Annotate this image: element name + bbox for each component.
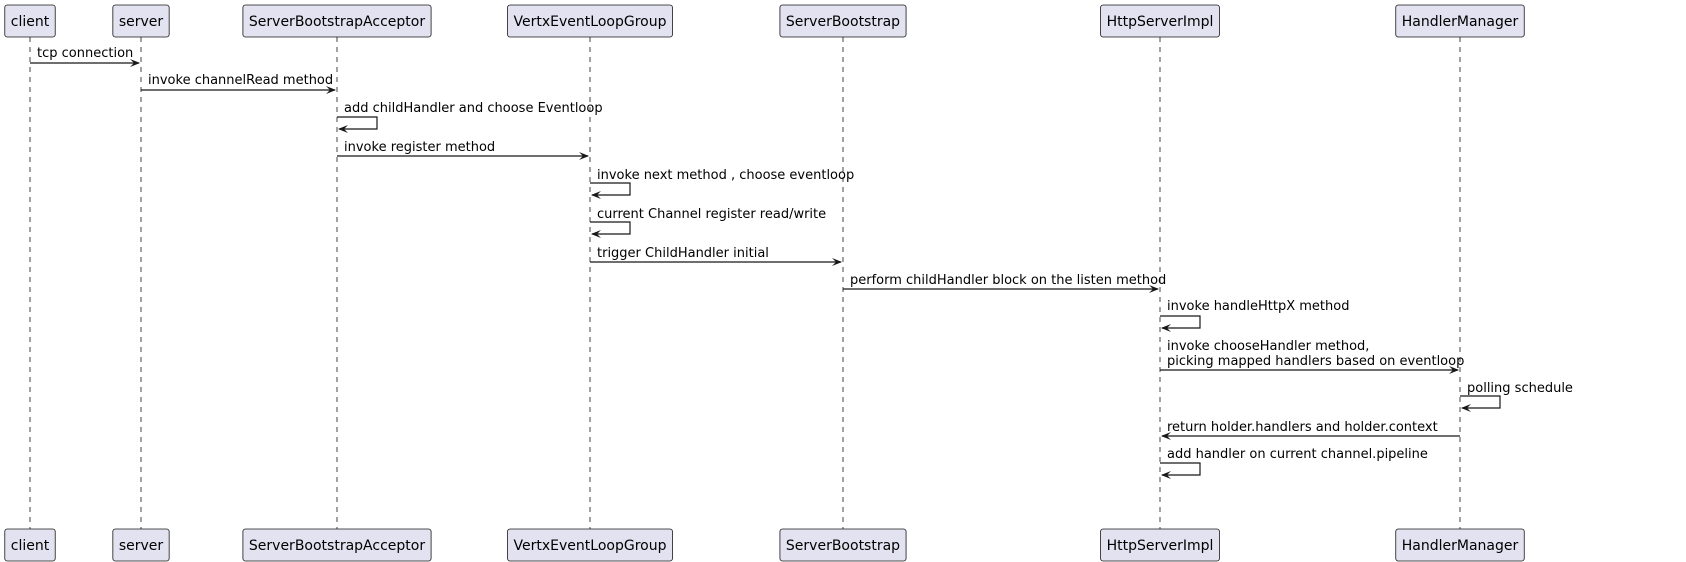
participant-label: HandlerManager xyxy=(1402,538,1519,554)
participant-label: ServerBootstrapAcceptor xyxy=(249,14,425,30)
message-label: invoke next method , choose eventloop xyxy=(597,168,854,183)
message-arrowhead xyxy=(579,152,589,160)
message-arrowhead xyxy=(1161,471,1171,479)
message-2: invoke channelRead method xyxy=(141,73,336,94)
message-10: invoke chooseHandler method,picking mapp… xyxy=(1160,339,1464,374)
self-message-line xyxy=(1460,395,1501,409)
message-12: return holder.handlers and holder.contex… xyxy=(1161,420,1460,440)
participant-top-handler-manager: HandlerManager xyxy=(1395,4,1525,38)
message-label: tcp connection xyxy=(37,46,133,61)
message-3: add childHandler and choose Eventloop xyxy=(337,101,603,133)
participant-box xyxy=(507,4,673,38)
participant-box xyxy=(112,4,170,38)
participant-bottom-server-bootstrap-acceptor: ServerBootstrapAcceptor xyxy=(242,528,432,562)
participant-top-server-bootstrap: ServerBootstrap xyxy=(779,4,907,38)
message-arrowhead xyxy=(326,86,336,94)
message-label: invoke chooseHandler method, xyxy=(1167,339,1369,354)
self-message-line xyxy=(1160,462,1201,476)
message-arrowhead xyxy=(591,191,601,199)
participant-box xyxy=(779,528,907,562)
participant-box xyxy=(507,528,673,562)
message-5: invoke next method , choose eventloop xyxy=(590,168,854,199)
participant-label: VertxEventLoopGroup xyxy=(514,14,667,30)
message-arrowhead xyxy=(1461,404,1471,412)
participant-label: client xyxy=(11,14,50,30)
message-6: current Channel register read/write xyxy=(590,207,826,238)
message-label: add childHandler and choose Eventloop xyxy=(344,101,603,116)
message-label: trigger ChildHandler initial xyxy=(597,246,769,261)
message-label: perform childHandler block on the listen… xyxy=(850,273,1166,288)
message-7: trigger ChildHandler initial xyxy=(590,246,842,266)
participants-top: client server ServerBootstrapAcceptor Vertx… xyxy=(4,4,1525,38)
message-arrowhead xyxy=(1161,432,1171,440)
participant-bottom-handler-manager: HandlerManager xyxy=(1395,528,1525,562)
participant-top-vertx-event-loop-group: VertxEventLoopGroup xyxy=(507,4,673,38)
message-arrowhead xyxy=(1161,324,1171,332)
participant-bottom-http-server-impl: HttpServerImpl xyxy=(1100,528,1220,562)
message-label: picking mapped handlers based on eventlo… xyxy=(1167,354,1464,369)
messages: tcp connection invoke channelRead method a… xyxy=(30,46,1573,479)
message-1: tcp connection xyxy=(30,46,140,67)
self-message-line xyxy=(590,221,631,235)
message-label: invoke register method xyxy=(344,140,495,155)
participant-box xyxy=(4,528,56,562)
participant-top-client: client xyxy=(4,4,56,38)
participants-bottom: client server ServerBootstrapAcceptor Vertx… xyxy=(4,528,1525,562)
self-message-line xyxy=(337,116,378,130)
participant-label: server xyxy=(119,14,164,30)
message-arrowhead xyxy=(1449,366,1459,374)
participant-bottom-server: server xyxy=(112,528,170,562)
self-message-line xyxy=(590,182,631,196)
message-11: polling schedule xyxy=(1460,381,1573,412)
message-arrowhead xyxy=(591,230,601,238)
self-message-line xyxy=(1160,315,1201,329)
message-label: invoke channelRead method xyxy=(148,73,333,88)
participant-label: HttpServerImpl xyxy=(1107,538,1214,554)
message-arrowhead xyxy=(832,258,842,266)
participant-box xyxy=(4,4,56,38)
participant-box xyxy=(1395,4,1525,38)
message-arrowhead xyxy=(1149,285,1159,293)
participant-label: ServerBootstrap xyxy=(786,538,900,554)
message-label: polling schedule xyxy=(1467,381,1573,396)
participant-box xyxy=(1395,528,1525,562)
participant-bottom-client: client xyxy=(4,528,56,562)
participant-label: VertxEventLoopGroup xyxy=(514,538,667,554)
message-label: add handler on current channel.pipeline xyxy=(1167,447,1428,462)
message-8: perform childHandler block on the listen… xyxy=(843,273,1166,293)
participant-box xyxy=(1100,4,1220,38)
participant-box xyxy=(112,528,170,562)
participant-label: HandlerManager xyxy=(1402,14,1519,30)
message-9: invoke handleHttpX method xyxy=(1160,299,1349,332)
participant-top-server: server xyxy=(112,4,170,38)
participant-box xyxy=(242,528,432,562)
participant-bottom-server-bootstrap: ServerBootstrap xyxy=(779,528,907,562)
participant-box xyxy=(1100,528,1220,562)
participant-bottom-vertx-event-loop-group: VertxEventLoopGroup xyxy=(507,528,673,562)
participant-label: client xyxy=(11,538,50,554)
participant-label: HttpServerImpl xyxy=(1107,14,1214,30)
message-label: return holder.handlers and holder.contex… xyxy=(1167,420,1438,435)
participant-label: ServerBootstrapAcceptor xyxy=(249,538,425,554)
participant-box xyxy=(779,4,907,38)
participant-top-http-server-impl: HttpServerImpl xyxy=(1100,4,1220,38)
message-label: current Channel register read/write xyxy=(597,207,826,222)
message-13: add handler on current channel.pipeline xyxy=(1160,447,1428,479)
participant-label: ServerBootstrap xyxy=(786,14,900,30)
message-label: invoke handleHttpX method xyxy=(1167,299,1349,314)
lifelines xyxy=(29,37,1461,529)
message-arrowhead xyxy=(338,125,348,133)
participant-label: server xyxy=(119,538,164,554)
message-arrowhead xyxy=(130,59,140,67)
participant-top-server-bootstrap-acceptor: ServerBootstrapAcceptor xyxy=(242,4,432,38)
participant-box xyxy=(242,4,432,38)
message-4: invoke register method xyxy=(337,140,589,160)
